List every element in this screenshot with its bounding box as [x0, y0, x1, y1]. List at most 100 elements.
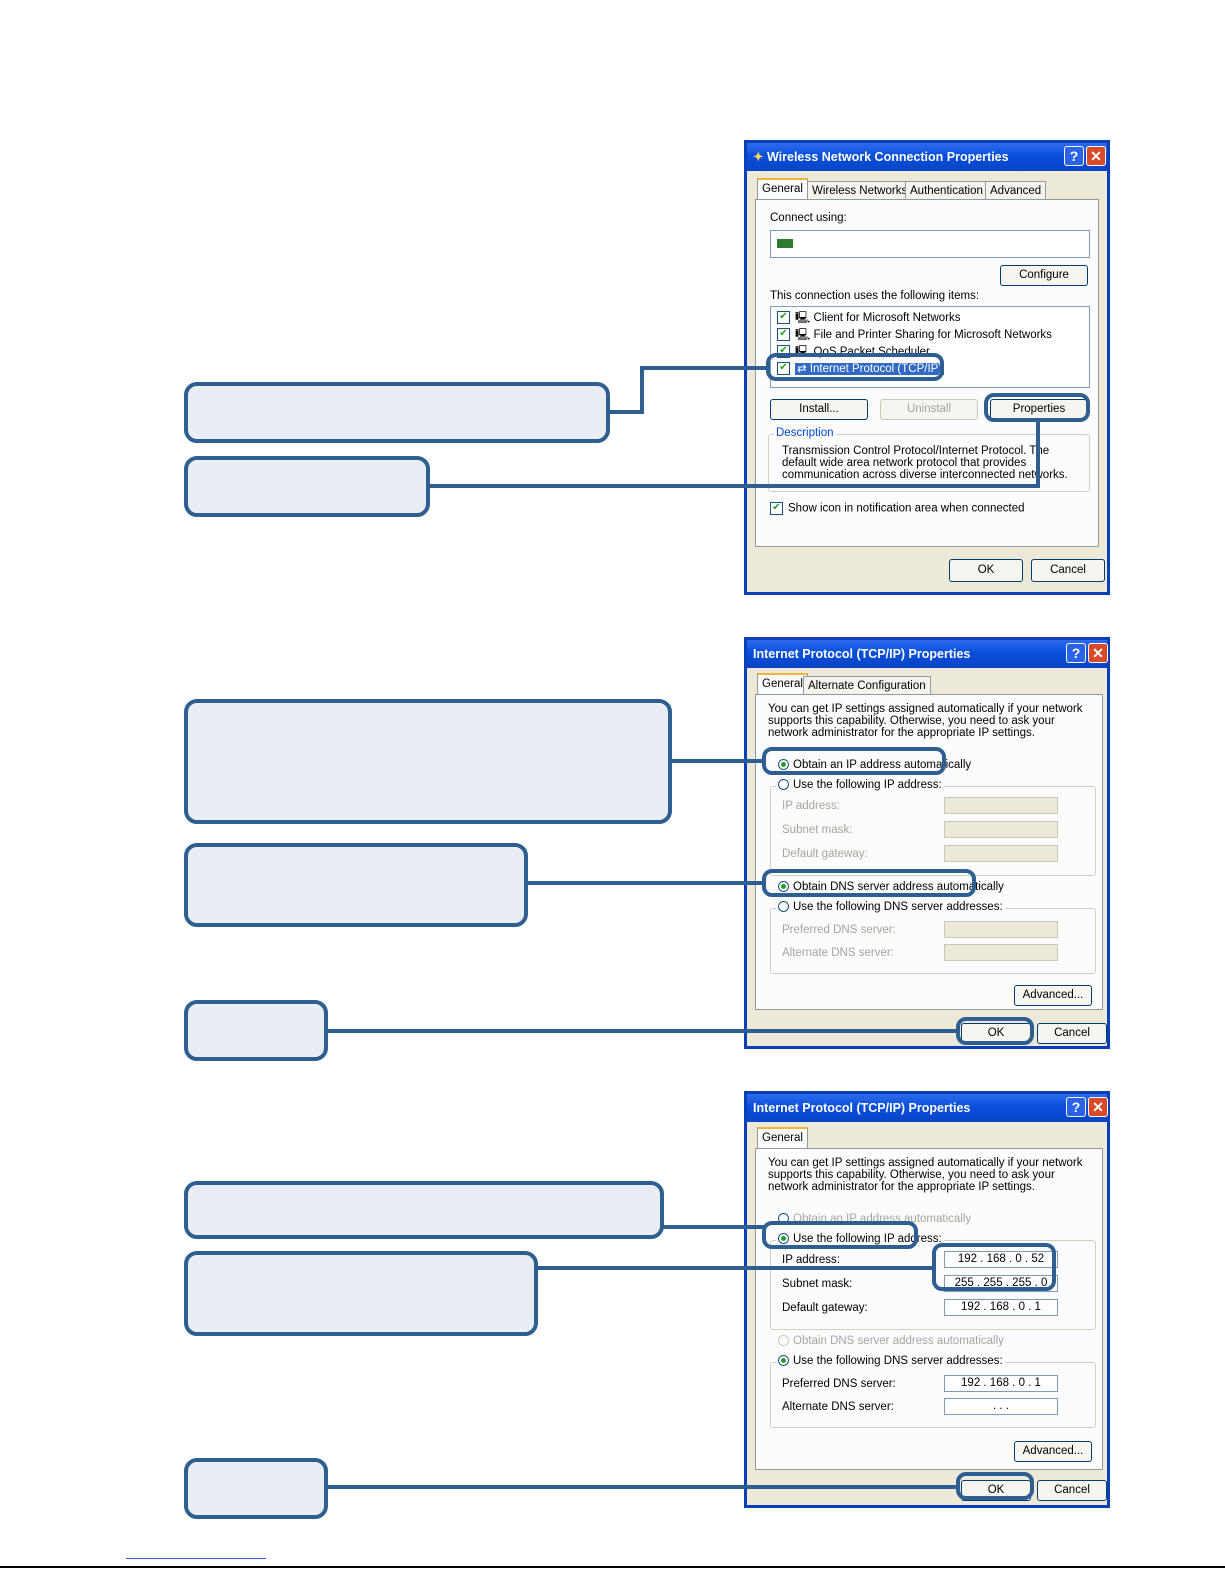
- advanced-button[interactable]: Advanced...: [1014, 985, 1092, 1006]
- preferred-dns-field[interactable]: 192 . 168 . 0 . 1: [944, 1375, 1058, 1392]
- tcpip-properties-window-static: Internet Protocol (TCP/IP) Properties ? …: [744, 1091, 1110, 1508]
- radio-icon[interactable]: [778, 901, 789, 913]
- subnet-mask-label: Subnet mask:: [782, 824, 853, 836]
- intro-text: You can get IP settings assigned automat…: [768, 1157, 1083, 1193]
- callout-box: [184, 382, 610, 443]
- ok-button[interactable]: OK: [949, 559, 1023, 582]
- use-dns-radio[interactable]: Use the following DNS server addresses:: [776, 1355, 1005, 1367]
- protocol-icon: ⇄: [797, 363, 810, 375]
- alternate-dns-field: [944, 944, 1058, 961]
- obtain-dns-radio: Obtain DNS server address automatically: [778, 1335, 1004, 1347]
- default-gateway-label: Default gateway:: [782, 1302, 868, 1314]
- adapter-icon: [777, 239, 793, 248]
- cancel-button[interactable]: Cancel: [1031, 559, 1105, 582]
- callout-box: [184, 1458, 328, 1519]
- description-text: Transmission Control Protocol/Internet P…: [782, 445, 1068, 481]
- preferred-dns-label: Preferred DNS server:: [782, 924, 896, 936]
- default-gateway-field: [944, 845, 1058, 862]
- connector-line: [1036, 420, 1040, 488]
- list-item-selected[interactable]: ✔⇄ Internet Protocol (TCP/IP): [777, 361, 945, 376]
- highlight-ok-button-3: [956, 1472, 1034, 1500]
- radio-icon[interactable]: [778, 779, 789, 791]
- default-gateway-field[interactable]: 192 . 168 . 0 . 1: [944, 1299, 1058, 1316]
- highlight-obtain-ip: [762, 747, 946, 775]
- install-button[interactable]: Install...: [770, 399, 868, 420]
- use-ip-radio[interactable]: Use the following IP address:: [776, 1233, 944, 1245]
- title-bar[interactable]: Internet Protocol (TCP/IP) Properties: [747, 640, 1107, 668]
- radio-icon[interactable]: [778, 759, 789, 771]
- cancel-button[interactable]: Cancel: [1037, 1023, 1107, 1044]
- default-gateway-label: Default gateway:: [782, 848, 868, 860]
- checkbox-icon[interactable]: ✔: [777, 362, 790, 376]
- highlight-tcpip-item: [766, 353, 944, 381]
- alternate-dns-field[interactable]: . . .: [944, 1398, 1058, 1415]
- connector-line: [670, 759, 764, 763]
- dns-group: [770, 1362, 1096, 1428]
- radio-icon: [778, 1335, 789, 1347]
- checkbox-icon[interactable]: ✔: [777, 328, 790, 342]
- connector-line: [608, 410, 644, 414]
- window-title: Internet Protocol (TCP/IP) Properties: [753, 647, 971, 661]
- close-button[interactable]: ✕: [1088, 1097, 1108, 1117]
- connector-line: [326, 1029, 958, 1033]
- title-bar[interactable]: ✦ Wireless Network Connection Properties: [747, 143, 1107, 171]
- description-group: [768, 434, 1090, 492]
- list-item[interactable]: ✔🖳 File and Printer Sharing for Microsof…: [777, 327, 1052, 346]
- preferred-dns-label: Preferred DNS server:: [782, 1378, 896, 1390]
- description-label: Description: [774, 427, 836, 439]
- connector-line: [326, 1485, 958, 1489]
- tab-general[interactable]: General: [757, 673, 808, 694]
- obtain-ip-radio[interactable]: Obtain an IP address automatically: [778, 759, 971, 771]
- client-icon: 🖳: [795, 312, 814, 324]
- show-icon-checkbox[interactable]: ✔Show icon in notification area when con…: [770, 502, 1025, 515]
- tab-advanced[interactable]: Advanced: [985, 181, 1047, 199]
- callout-box: [184, 1000, 328, 1061]
- title-bar[interactable]: Internet Protocol (TCP/IP) Properties: [747, 1094, 1107, 1122]
- configure-button[interactable]: Configure: [1000, 265, 1088, 286]
- connector-line: [536, 1266, 934, 1270]
- close-button[interactable]: ✕: [1086, 146, 1106, 166]
- checkbox-icon[interactable]: ✔: [770, 502, 783, 515]
- radio-icon[interactable]: [778, 1355, 789, 1367]
- callout-box: [184, 699, 672, 824]
- connector-line: [640, 366, 768, 370]
- highlight-use-ip: [762, 1221, 918, 1249]
- alternate-dns-label: Alternate DNS server:: [782, 947, 894, 959]
- footer-rule: [0, 1566, 1225, 1568]
- connect-using-label: Connect using:: [770, 212, 847, 224]
- general-panel: You can get IP settings assigned automat…: [755, 694, 1103, 1010]
- advanced-button[interactable]: Advanced...: [1014, 1441, 1092, 1462]
- highlight-ip-subnet-fields: [932, 1243, 1056, 1291]
- help-button[interactable]: ?: [1066, 1097, 1086, 1117]
- ip-address-label: IP address:: [782, 800, 840, 812]
- dns-group: [770, 908, 1096, 974]
- callout-box: [184, 843, 528, 927]
- callout-box: [184, 1181, 664, 1239]
- connector-line: [428, 484, 1040, 488]
- cancel-button[interactable]: Cancel: [1037, 1480, 1107, 1501]
- close-button[interactable]: ✕: [1088, 643, 1108, 663]
- uninstall-button: Uninstall: [880, 399, 978, 420]
- radio-icon[interactable]: [778, 1233, 789, 1245]
- ip-address-field[interactable]: 192 . 168 . 0 . 52: [944, 1251, 1058, 1268]
- footer-link-underline: [126, 1558, 266, 1559]
- checkbox-icon[interactable]: ✔: [777, 311, 790, 325]
- sharing-icon: 🖳: [795, 329, 814, 341]
- tab-general[interactable]: General: [757, 178, 808, 199]
- use-dns-radio[interactable]: Use the following DNS server addresses:: [776, 901, 1005, 913]
- network-icon: ✦: [753, 150, 764, 164]
- tab-wireless-networks[interactable]: Wireless Networks: [807, 181, 913, 199]
- tab-authentication[interactable]: Authentication: [905, 181, 988, 199]
- highlight-obtain-dns: [762, 869, 976, 897]
- help-button[interactable]: ?: [1066, 643, 1086, 663]
- use-ip-radio[interactable]: Use the following IP address:: [776, 779, 944, 791]
- highlight-ok-button-2: [956, 1017, 1034, 1045]
- tab-general[interactable]: General: [757, 1127, 808, 1148]
- tab-alternate-configuration[interactable]: Alternate Configuration: [803, 676, 931, 694]
- ip-address-label: IP address:: [782, 1254, 840, 1266]
- subnet-mask-field: [944, 821, 1058, 838]
- list-item[interactable]: ✔🖳 Client for Microsoft Networks: [777, 310, 961, 329]
- radio-icon[interactable]: [778, 881, 789, 893]
- obtain-dns-radio[interactable]: Obtain DNS server address automatically: [778, 881, 1004, 893]
- help-button[interactable]: ?: [1064, 146, 1084, 166]
